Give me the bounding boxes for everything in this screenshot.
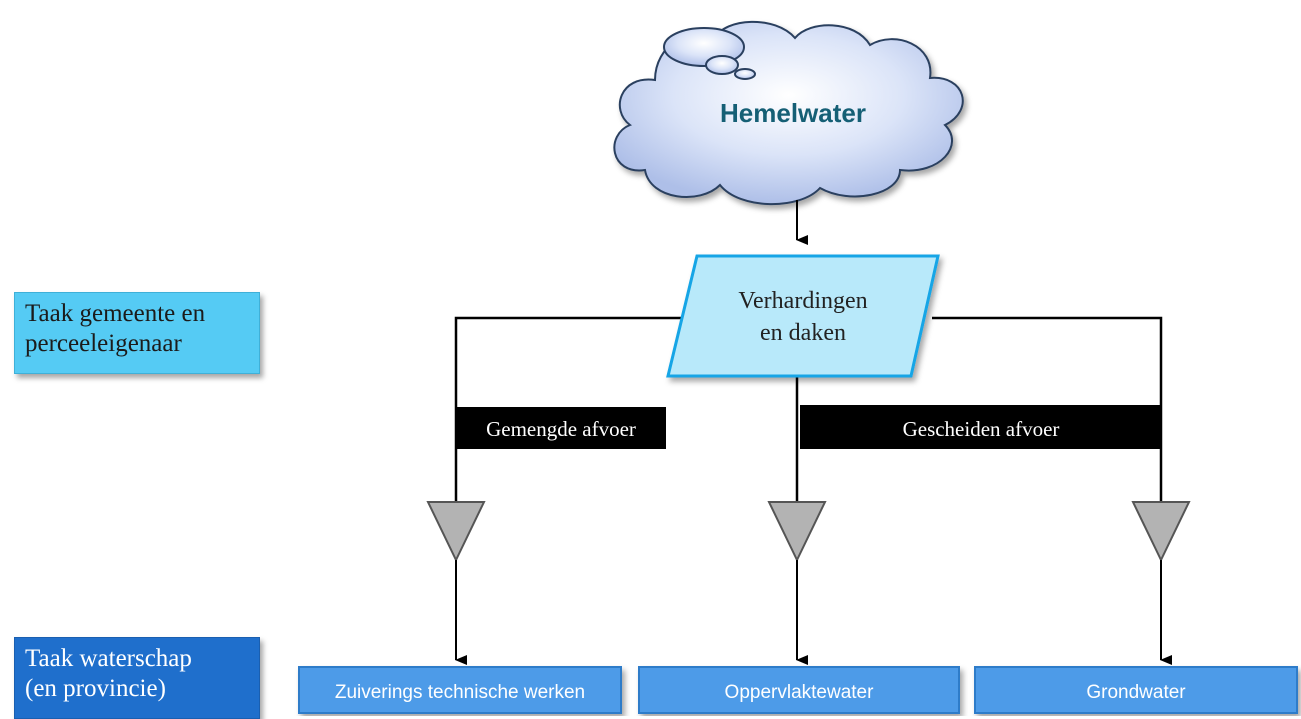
- responsibility-label-water-board: Taak waterschap (en provincie): [14, 637, 260, 719]
- source-label-line-1: Verhardingen: [738, 288, 867, 314]
- route-label-separated-bg: [800, 405, 1162, 449]
- valve-triangle-groundwater: [1131, 501, 1191, 563]
- municipality-line-2: perceeleigenaar: [25, 330, 182, 357]
- line-to-combined: [454, 316, 690, 505]
- water-board-line-1: Taak waterschap: [25, 645, 192, 672]
- responsibility-label-municipality: Taak gemeente en perceeleigenaar: [14, 292, 260, 374]
- destination-label-groundwater: Grondwater: [1086, 682, 1186, 703]
- route-label-separated: Gescheiden afvoer: [903, 417, 1060, 441]
- destination-label-surface-water: Oppervlaktewater: [725, 682, 875, 703]
- cloud-shape: [613, 20, 964, 206]
- water-board-line-2: (en provincie): [25, 675, 166, 702]
- municipality-line-1: Taak gemeente en: [25, 300, 206, 327]
- route-label-combined: Gemengde afvoer: [486, 417, 636, 441]
- valve-triangle-surface: [767, 501, 827, 563]
- source-label-line-2: en daken: [760, 320, 846, 346]
- destination-box-groundwater: [974, 666, 1298, 714]
- destination-box-surface-water: [638, 666, 960, 714]
- destination-label-wwtp: Zuiverings technische werken: [335, 682, 585, 703]
- valve-triangle-combined: [426, 501, 486, 563]
- source-parallelogram: [666, 254, 940, 378]
- route-label-combined-bg: [457, 407, 666, 449]
- destination-box-wwtp: [298, 666, 622, 714]
- cloud-title: Hemelwater: [720, 98, 866, 128]
